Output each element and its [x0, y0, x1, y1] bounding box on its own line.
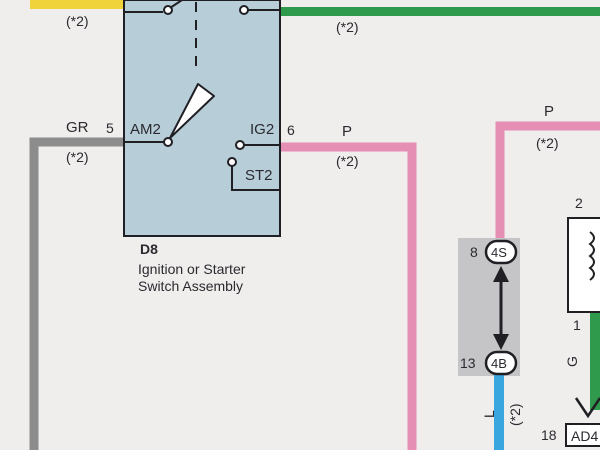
terminal-pin: 18	[541, 427, 557, 443]
top-switch-arm	[169, 0, 183, 9]
note-ref-gray: (*2)	[66, 149, 89, 165]
terminal-arrow-icon	[574, 397, 600, 419]
pink-wire-color-1: P	[342, 123, 352, 140]
gray-wire-color: GR	[66, 119, 89, 136]
top-contact-right	[239, 5, 249, 15]
switch-id: D8	[140, 241, 158, 257]
ig2-contact	[235, 140, 245, 150]
ignition-switch-box	[123, 0, 281, 237]
connector-4s-oval	[484, 239, 518, 265]
connector-4b-oval	[484, 350, 518, 376]
terminal-ad4-box	[565, 423, 600, 447]
relay-box	[567, 217, 600, 313]
note-ref-blue: (*2)	[507, 403, 523, 426]
am2-pivot-contact	[163, 137, 173, 147]
pin-am2: 5	[106, 120, 114, 136]
relay-pin-top: 2	[575, 195, 583, 211]
relay-coil-icon	[588, 231, 595, 281]
yellow-wire	[30, 0, 125, 9]
pink-wire-color-2: P	[544, 103, 554, 120]
ig2-label: IG2	[250, 121, 274, 138]
green-wire-right	[590, 300, 600, 410]
pivot-arm-icon	[169, 83, 215, 139]
connector-4b-code: 4B	[491, 356, 507, 371]
st2-contact-line	[231, 166, 280, 191]
pink-wire-right	[495, 121, 600, 245]
note-ref-pink-1: (*2)	[336, 153, 359, 169]
connector-4s-code: 4S	[491, 245, 507, 260]
gray-wire	[29, 137, 124, 450]
terminal-code: AD4	[571, 428, 598, 444]
connector-4b-pin: 13	[460, 355, 476, 371]
am2-label: AM2	[130, 121, 161, 138]
green-wire-top	[280, 7, 600, 16]
relay-pin-bottom: 1	[573, 317, 581, 333]
st2-contact	[227, 157, 237, 167]
connector-4s-pin: 8	[470, 244, 478, 260]
switch-name-line1: Ignition or Starter	[138, 261, 246, 277]
green-wire-color: G	[564, 356, 580, 367]
st2-label: ST2	[245, 167, 273, 184]
pin-ig2: 6	[287, 122, 295, 138]
switch-name-line2: Switch Assembly	[138, 278, 243, 294]
note-ref-yellow: (*2)	[66, 13, 89, 29]
blue-wire-color: L	[481, 410, 497, 418]
note-ref-green: (*2)	[336, 19, 359, 35]
double-arrow-icon	[493, 266, 509, 350]
blue-wire	[494, 372, 504, 450]
note-ref-pink-2: (*2)	[536, 135, 559, 151]
pink-wire-ig2	[280, 142, 417, 450]
